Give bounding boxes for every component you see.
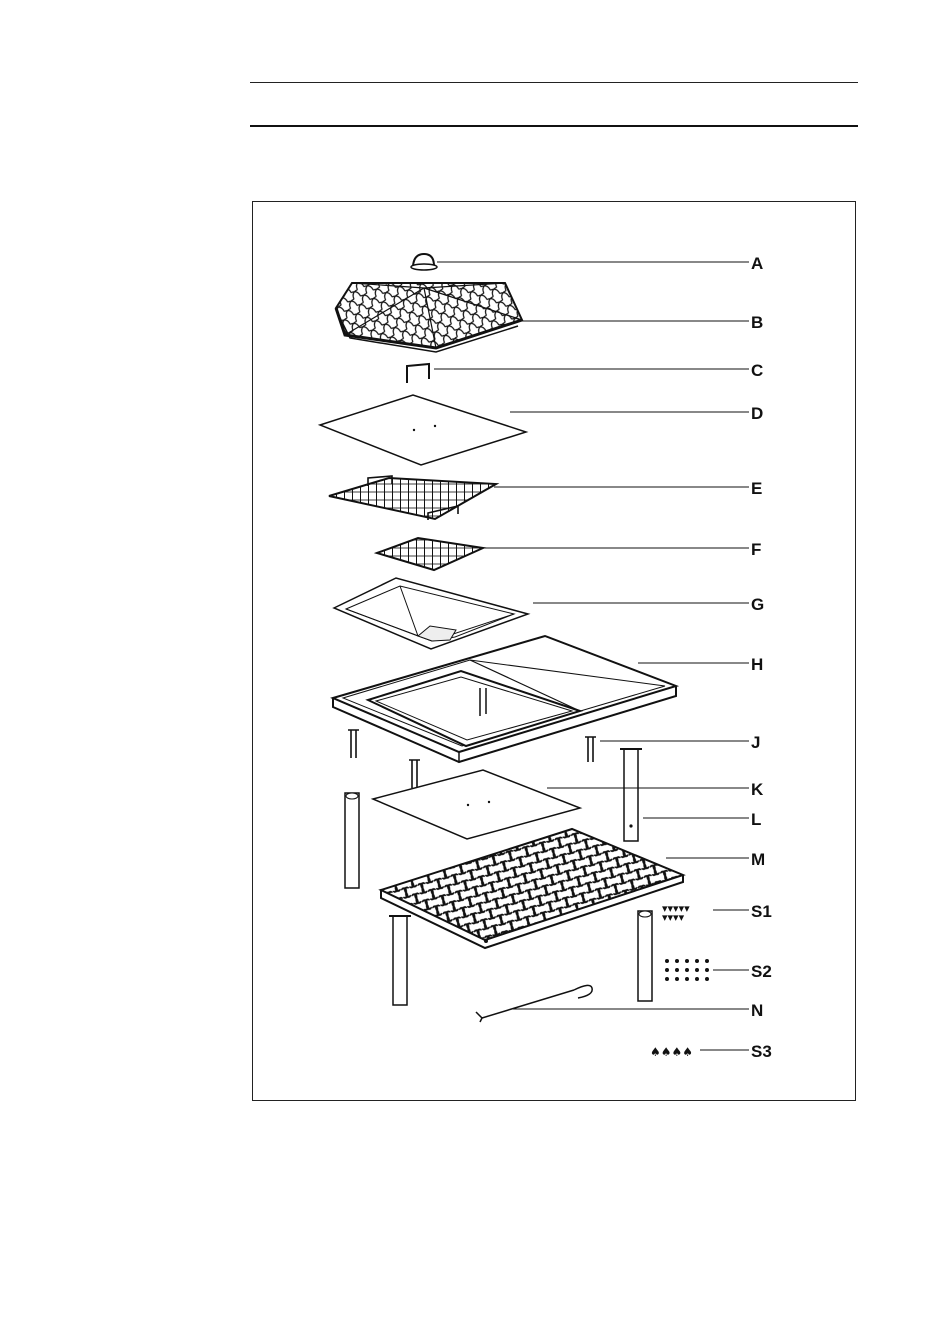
part-s3-bolts-drawing: ♠♠♠♠ — [650, 1045, 693, 1059]
part-s1-screws-drawing: ▾▾▾▾▾ ▾▾▾▾ — [662, 902, 690, 924]
part-e-cooking-grill-drawing — [329, 476, 496, 520]
svg-text:♠♠♠♠: ♠♠♠♠ — [650, 1045, 693, 1059]
part-h-table-frame-drawing — [333, 636, 676, 762]
part-g-fire-bowl-drawing — [334, 578, 528, 649]
part-label-d: D — [751, 404, 763, 423]
part-label-l: L — [751, 810, 761, 829]
part-label-a: A — [751, 254, 763, 273]
svg-text:▾▾▾▾: ▾▾▾▾ — [662, 911, 685, 924]
part-label-e: E — [751, 479, 762, 498]
part-f-charcoal-grate-drawing — [377, 538, 483, 570]
part-label-n: N — [751, 1001, 763, 1020]
part-label-s1: S1 — [751, 902, 772, 921]
part-label-j: J — [751, 733, 760, 752]
part-label-c: C — [751, 361, 763, 380]
part-label-m: M — [751, 850, 765, 869]
part-label-s2: S2 — [751, 962, 772, 981]
part-c-bracket-drawing — [407, 364, 429, 383]
part-b-spark-guard-drawing — [336, 283, 522, 352]
part-n-poker-drawing — [476, 985, 592, 1022]
part-label-k: K — [751, 780, 764, 799]
part-s2-nuts-drawing — [665, 959, 709, 981]
part-d-cover-plate-drawing — [320, 395, 526, 465]
part-label-f: F — [751, 540, 761, 559]
part-k-lower-plate-drawing — [373, 770, 580, 839]
part-a-handle-drawing — [411, 254, 437, 270]
part-label-s3: S3 — [751, 1042, 772, 1061]
part-label-g: G — [751, 595, 764, 614]
part-label-b: B — [751, 313, 763, 332]
part-label-h: H — [751, 655, 763, 674]
